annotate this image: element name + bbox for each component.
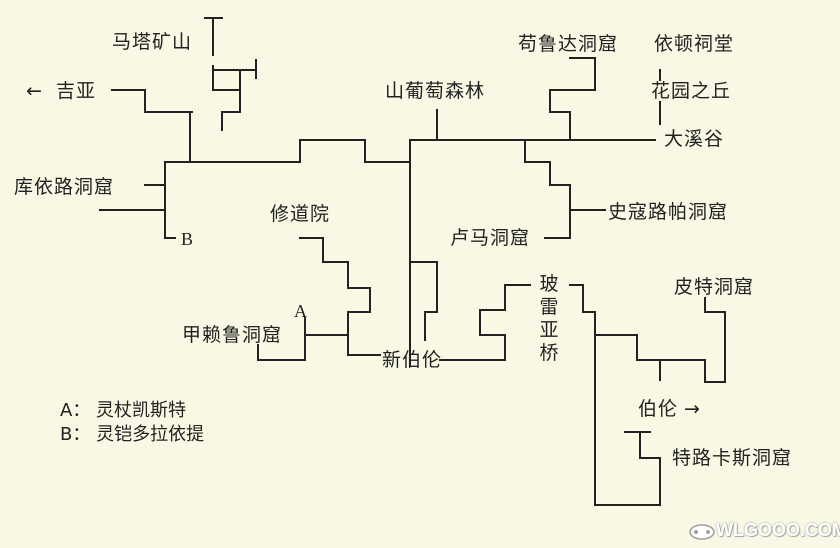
path-shikou [524,139,606,239]
bridge-char-2: 雷 [539,296,559,318]
path-kuyilu [99,161,176,239]
location-pite-cave: 皮特洞窟 [674,276,755,298]
path-mata-top [204,17,257,131]
arrow-east: → [684,398,701,420]
watermark: WLGOOO.COM [688,508,840,544]
path-main-west [164,139,411,163]
bridge-char-1: 玻 [539,273,559,295]
location-telu-cave: 特路卡斯洞窟 [672,447,793,469]
path-central [409,109,656,366]
bridge-char-3: 亚 [539,319,559,341]
bridge-char-4: 桥 [539,342,559,364]
path-telu [594,334,661,506]
arrow-west: ← [26,80,43,102]
location-mata-mine: 马塔矿山 [112,31,193,53]
legend-item-a: A： 灵杖凯斯特 [60,400,187,421]
location-monastery: 修道院 [270,203,331,225]
location-boleiya-bridge: 玻 雷 亚 桥 [538,273,560,365]
location-kuyilu-cave: 库依路洞窟 [14,176,115,198]
path-goulu [549,57,596,141]
marker-a-map: A [294,301,308,321]
location-garden-hill: 花园之丘 [651,80,732,102]
location-new-bolun: 新伯伦 [382,349,443,371]
path-jia [111,89,193,151]
path-newbolun-east [439,284,531,361]
watermark-text: WLGOOO.COM [716,520,840,540]
marker-b-map: B [181,229,195,249]
location-goulu-cave: 苟鲁达洞窟 [518,33,619,55]
location-jialailu-cave: 甲赖鲁洞窟 [182,324,283,346]
location-yidun-shrine: 依顿祠堂 [654,33,735,55]
location-shikou-cave: 史寇路帕洞窟 [608,201,729,223]
path-monastery [299,237,381,356]
path-jialailu [257,317,349,361]
location-jia: 吉亚 [56,80,97,102]
path-boleiya-east [569,284,726,383]
location-mountain-grape-forest: 山葡萄森林 [385,80,486,102]
gamepad-logo-icon [689,524,715,540]
location-daxi-valley: 大溪谷 [664,128,725,150]
location-luma-cave: 卢马洞窟 [450,227,531,249]
legend-item-b: B： 灵铠多拉依提 [60,424,205,445]
location-bolun: 伯伦 [638,398,679,420]
